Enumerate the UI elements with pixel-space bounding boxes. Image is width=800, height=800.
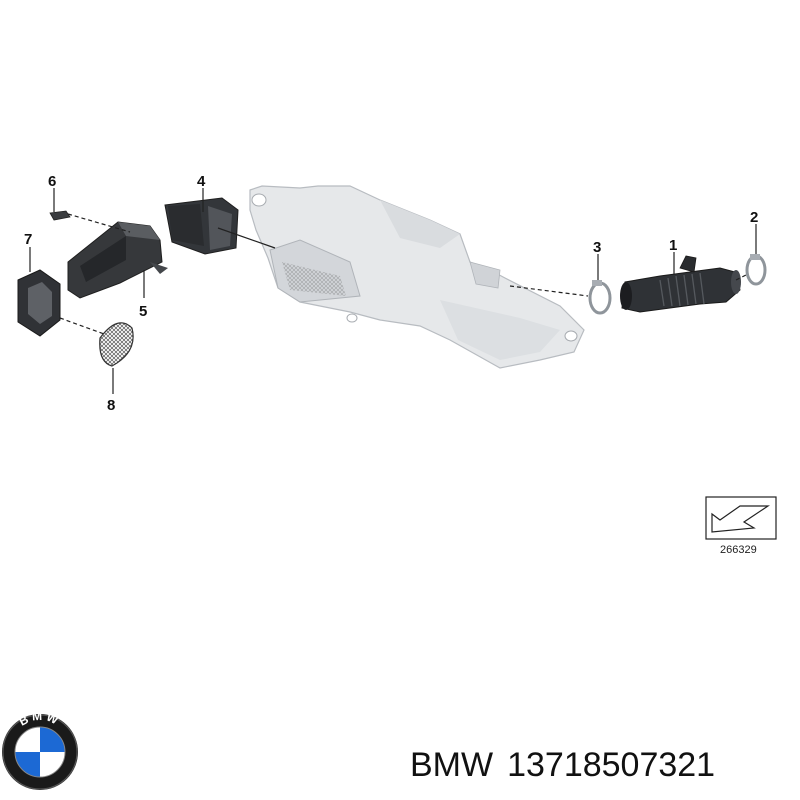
brand-name: BMW (410, 746, 494, 784)
part-4-duct (164, 197, 239, 255)
svg-text:BMW: BMW (17, 709, 64, 729)
part-5-intake-duct (67, 221, 168, 299)
part-7-seal (17, 269, 61, 337)
diagram-code-text: 266329 (720, 544, 757, 556)
part-2-clamp (745, 254, 767, 286)
part-number: 13718507321 (507, 746, 716, 784)
leader-lines (29, 188, 757, 394)
part-3-clamp (588, 280, 612, 315)
diagram-code-badge: 266329 (705, 496, 777, 556)
part-8-grille (99, 322, 134, 367)
callout-5: 5 (139, 303, 147, 320)
callout-1: 1 (669, 237, 677, 254)
callout-7: 7 (24, 231, 32, 248)
callout-6: 6 (48, 173, 56, 190)
callout-2: 2 (750, 209, 758, 226)
callout-4: 4 (197, 173, 206, 190)
part-caption: BMW 13718507321 (410, 740, 790, 790)
part-1-intake-hose (620, 255, 741, 313)
air-filter-housing (249, 185, 585, 369)
callout-8: 8 (107, 397, 115, 414)
callouts: 1 2 3 4 5 6 7 8 (24, 173, 758, 414)
callout-3: 3 (593, 239, 601, 256)
part-6-pad (49, 210, 71, 221)
bmw-logo: BMW (2, 709, 78, 790)
